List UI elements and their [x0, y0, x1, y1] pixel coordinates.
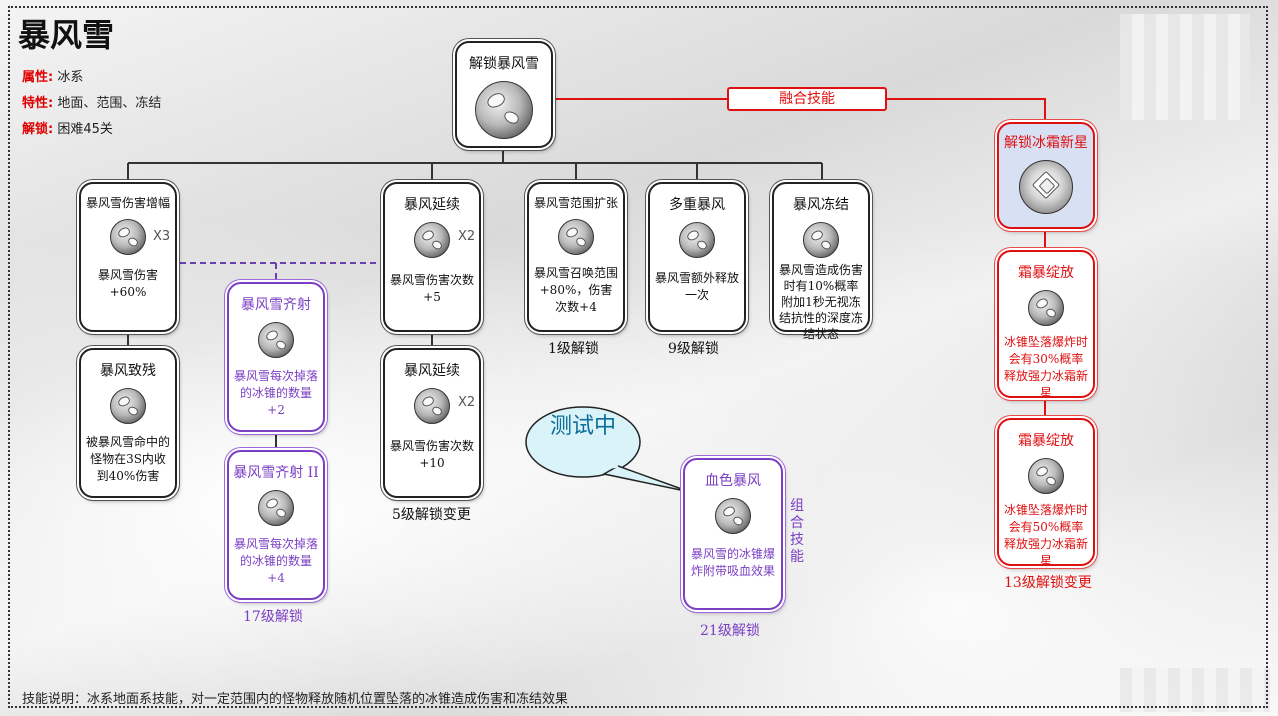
unlock-label-extend: 5级解锁变更 — [392, 507, 471, 523]
multiplier-badge: X3 — [153, 229, 171, 244]
card-range[interactable]: 暴风雪范围扩张 暴风雪召唤范围+80%，伤害次数+4 — [527, 182, 625, 332]
blurred-region — [1120, 14, 1250, 120]
blizzard-icon — [414, 388, 450, 424]
card-desc: 暴风雪伤害次数+10 — [390, 439, 475, 470]
meta-attribute: 属性: 冰系 — [22, 70, 84, 85]
card-name: 暴风雪伤害增幅 — [85, 196, 170, 210]
card-unlock-frost-nova[interactable]: 解锁冰霜新星 — [997, 122, 1095, 229]
card-damage-boost[interactable]: 暴风雪伤害增幅 暴风雪伤害+60% — [79, 182, 177, 332]
blizzard-icon — [679, 222, 715, 258]
card-frost-burst[interactable]: 霜暴绽放 冰锥坠落爆炸时会有30%概率释放强力冰霜新星 — [997, 250, 1095, 400]
card-extend-2[interactable]: 暴风延续 暴风雪伤害次数+10 — [383, 348, 481, 498]
card-freeze[interactable]: 暴风冻结 暴风雪造成伤害时有10%概率附加1秒无视冻结抗性的深度冻结状态 — [772, 182, 870, 341]
meta-unlock: 解锁: 困难45关 — [22, 122, 113, 137]
card-name: 霜暴绽放 — [1018, 433, 1074, 449]
testing-speech-bubble — [525, 406, 691, 493]
blizzard-icon — [110, 388, 146, 424]
card-name: 解锁冰霜新星 — [1004, 135, 1088, 151]
testing-bubble-text: 测试中 — [549, 414, 616, 439]
meta-trait: 特性: 地面、范围、冻结 — [22, 96, 162, 111]
blizzard-icon — [803, 222, 839, 258]
card-name: 血色暴风 — [705, 473, 761, 489]
card-desc: 暴风雪召唤范围+80%，伤害次数+4 — [534, 266, 619, 314]
blizzard-icon — [110, 219, 146, 255]
card-blood-blizzard[interactable]: 血色暴风 暴风雪的冰锥爆炸附带吸血效果 — [683, 458, 783, 610]
blizzard-icon — [475, 81, 533, 139]
card-desc: 暴风雪的冰锥爆炸附带吸血效果 — [691, 547, 776, 578]
blizzard-icon — [1028, 290, 1064, 326]
page-frame — [8, 6, 1268, 708]
card-desc: 暴风雪造成伤害时有10%概率附加1秒无视冻结抗性的深度冻结状态 — [779, 263, 864, 341]
card-desc: 暴风雪每次掉落的冰锥的数量+4 — [234, 537, 319, 585]
card-volley[interactable]: 暴风雪齐射 暴风雪每次掉落的冰锥的数量+2 — [227, 282, 325, 432]
fusion-skill-label: 融合技能 — [727, 87, 887, 111]
blizzard-icon — [258, 490, 294, 526]
card-name: 暴风冻结 — [793, 197, 849, 213]
card-desc: 被暴风雪命中的怪物在3S内收到40%伤害 — [86, 435, 171, 483]
multiplier-badge: X2 — [458, 395, 476, 410]
card-name: 暴风延续 — [404, 197, 460, 213]
card-name: 暴风致残 — [100, 363, 156, 379]
multiplier-badge: X2 — [458, 229, 476, 244]
page-title: 暴风雪 — [18, 16, 115, 54]
frost-nova-icon — [1019, 160, 1073, 214]
card-name: 多重暴风 — [669, 197, 725, 213]
card-volley-2[interactable]: 暴风雪齐射 II 暴风雪每次掉落的冰锥的数量+4 — [227, 450, 325, 600]
blurred-region — [1120, 668, 1270, 712]
unlock-label-blood: 21级解锁 — [700, 623, 760, 639]
unlock-label-multi: 9级解锁 — [668, 341, 719, 357]
card-multi[interactable]: 多重暴风 暴风雪额外释放一次 — [648, 182, 746, 332]
card-name: 霜暴绽放 — [1018, 265, 1074, 281]
card-name: 解锁暴风雪 — [469, 56, 539, 72]
card-desc: 冰锥坠落爆炸时会有50%概率释放强力冰霜新星 — [1004, 503, 1089, 568]
card-frost-burst-2[interactable]: 霜暴绽放 冰锥坠落爆炸时会有50%概率释放强力冰霜新星 — [997, 418, 1095, 568]
blizzard-icon — [558, 219, 594, 255]
card-name: 暴风雪范围扩张 — [533, 196, 618, 210]
card-name: 暴风延续 — [404, 363, 460, 379]
card-extend[interactable]: 暴风延续 暴风雪伤害次数+5 — [383, 182, 481, 332]
card-name: 暴风雪齐射 — [241, 297, 311, 313]
blizzard-icon — [715, 498, 751, 534]
unlock-label-frost: 13级解锁变更 — [1004, 575, 1092, 591]
card-desc: 暴风雪伤害+60% — [97, 268, 158, 299]
card-unlock-blizzard[interactable]: 解锁暴风雪 — [455, 41, 553, 148]
card-name: 暴风雪齐射 II — [233, 465, 319, 481]
unlock-label-volley: 17级解锁 — [243, 609, 303, 625]
card-desc: 暴风雪额外释放一次 — [655, 271, 740, 302]
card-desc: 暴风雪每次掉落的冰锥的数量+2 — [234, 369, 319, 417]
blizzard-icon — [258, 322, 294, 358]
card-desc: 冰锥坠落爆炸时会有30%概率释放强力冰霜新星 — [1004, 335, 1089, 400]
skill-description: 技能说明：冰系地面系技能，对一定范围内的怪物释放随机位置坠落的冰锥造成伤害和冻结… — [22, 692, 569, 707]
card-desc: 暴风雪伤害次数+5 — [390, 273, 475, 304]
blizzard-icon — [1028, 458, 1064, 494]
card-cripple[interactable]: 暴风致残 被暴风雪命中的怪物在3S内收到40%伤害 — [79, 348, 177, 498]
combo-skill-label: 组合技能 — [790, 498, 804, 565]
blizzard-icon — [414, 222, 450, 258]
unlock-label-range: 1级解锁 — [548, 341, 599, 357]
